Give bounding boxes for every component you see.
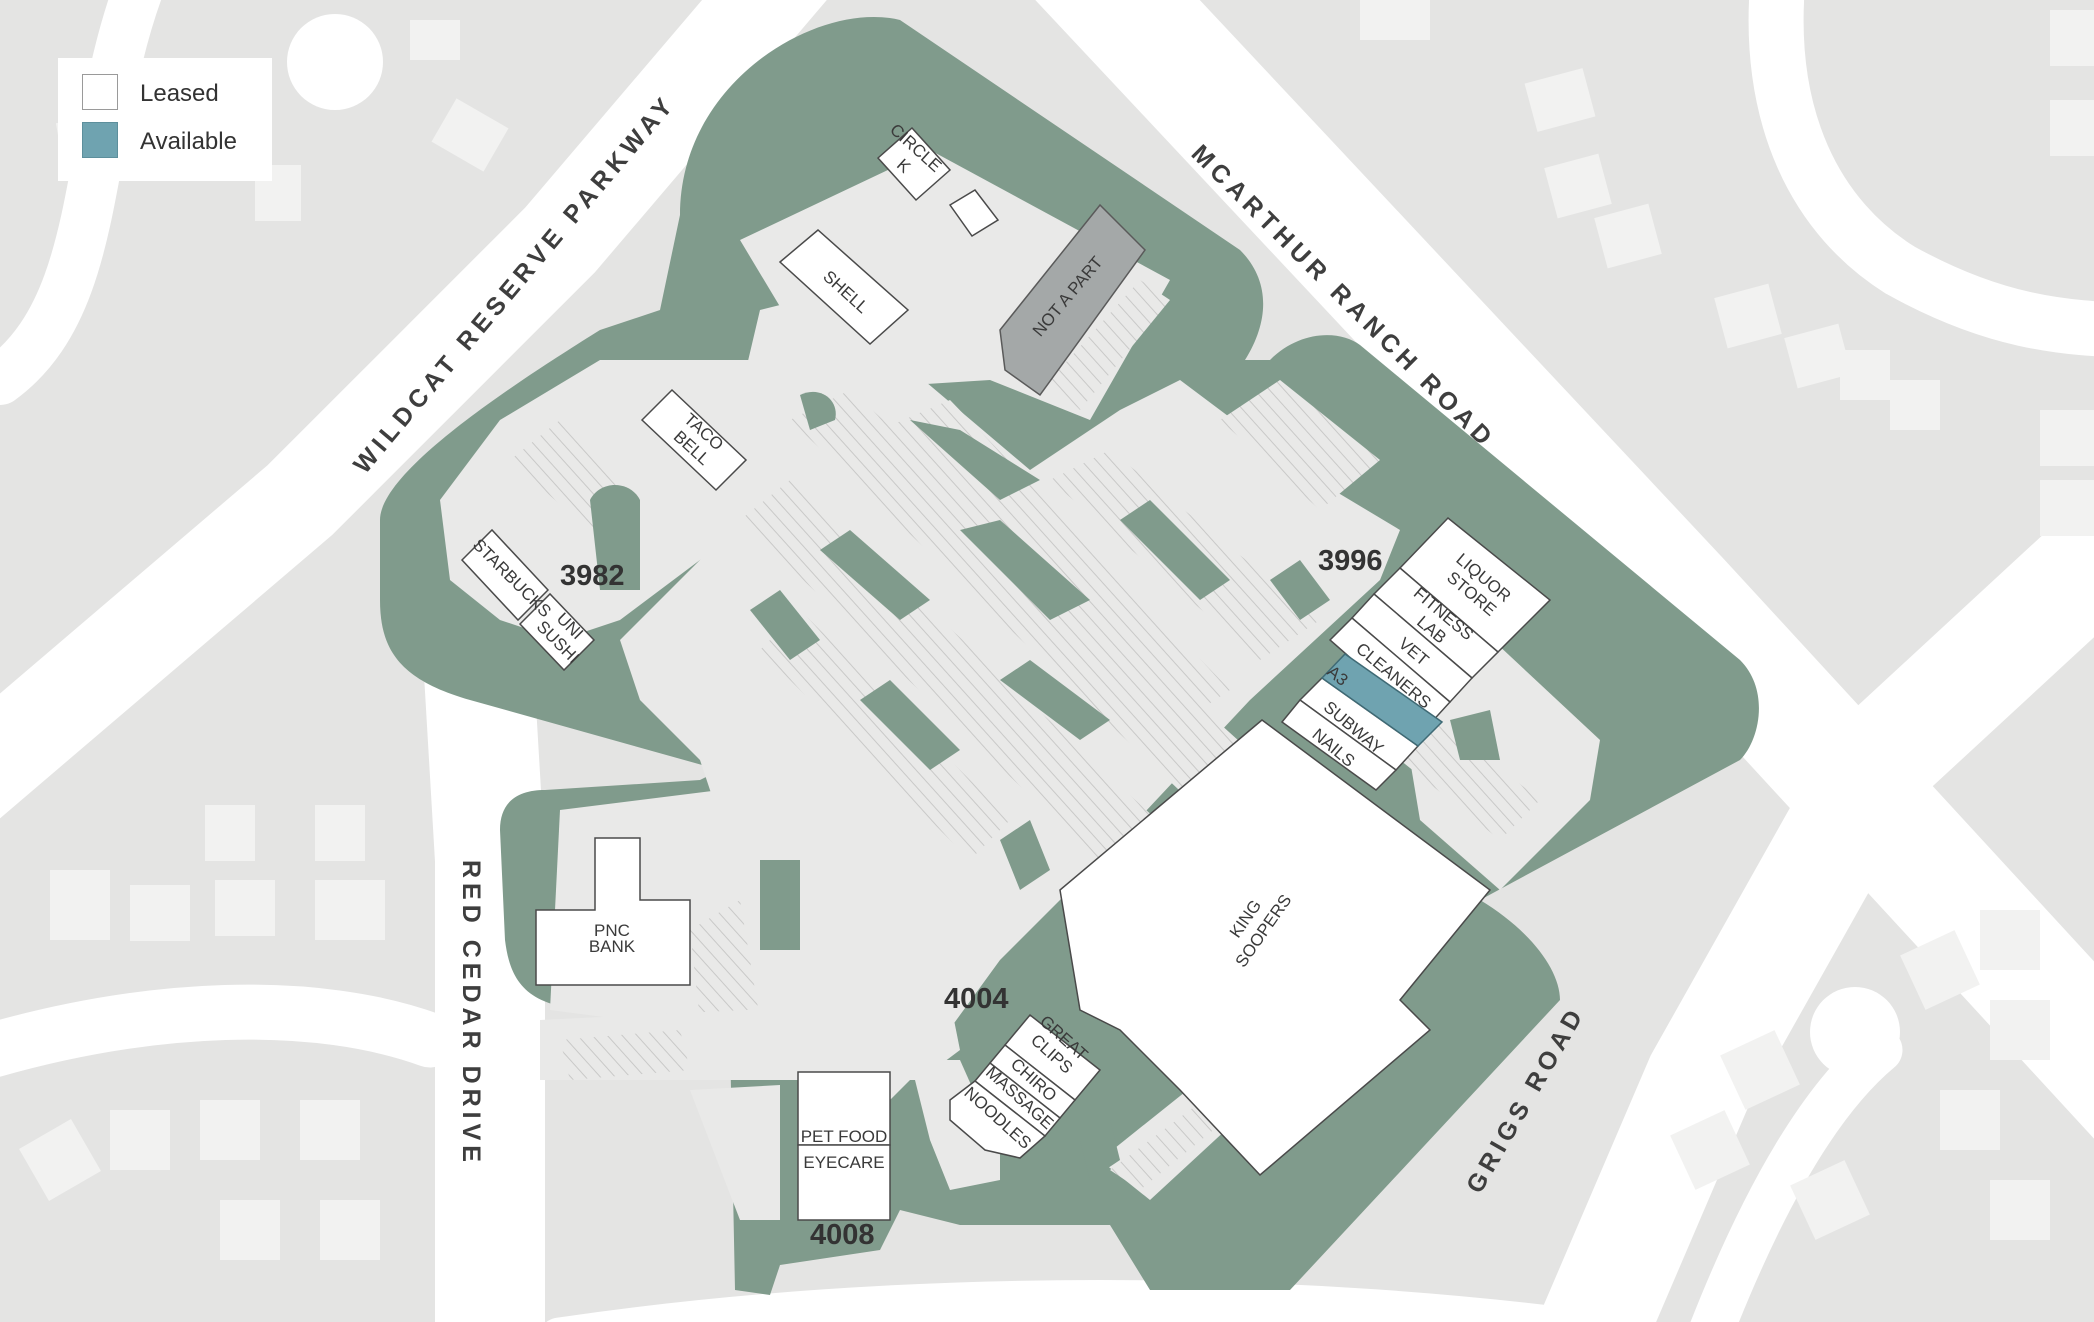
king-soopers-building — [1059, 719, 1492, 1177]
south-street — [546, 1280, 1654, 1322]
building-4004-label: 4004 — [944, 983, 1009, 1015]
wildcat-reserve-parkway-road — [0, 0, 827, 819]
grigs-road-road — [1536, 487, 2094, 1322]
circle-k-building — [876, 126, 952, 202]
leased-legend-label: Leased — [140, 80, 219, 107]
not-a-part-parcel — [999, 203, 1146, 397]
kiosk-building — [948, 189, 1000, 238]
pnc-bank-building — [535, 837, 691, 986]
building-3982-label: 3982 — [560, 560, 625, 592]
available-legend-label: Available — [140, 128, 237, 155]
starbucks-building — [460, 528, 550, 622]
eyecare-label: EYECARE — [803, 1153, 884, 1172]
pet-food-label: PET FOOD — [801, 1127, 888, 1146]
shell-building — [778, 229, 910, 346]
west-street — [0, 984, 458, 1077]
building-3996-label: 3996 — [1318, 545, 1383, 577]
taco-bell-building — [640, 388, 748, 492]
noodles-building — [949, 1080, 1047, 1159]
northwest-street — [0, 0, 162, 405]
nails-building — [1280, 698, 1398, 791]
leased-buildings — [460, 126, 1552, 1221]
map-legend: Leased Available — [58, 58, 272, 181]
available-swatch — [82, 122, 118, 158]
eyecare-building — [797, 1144, 891, 1221]
pnc-bank-label-2: BANK — [589, 937, 636, 956]
red-cedar-drive-label: RED CEDAR DRIVE — [457, 860, 485, 1167]
leased-swatch — [82, 74, 118, 110]
uni-sushi-building — [518, 592, 596, 672]
a3-available-unit — [1320, 653, 1444, 747]
northeast-street — [1748, 0, 2094, 357]
building-4008-label: 4008 — [810, 1219, 875, 1251]
parking-islands — [590, 391, 1500, 1180]
pnc-bank-label-1: PNC — [594, 921, 630, 940]
